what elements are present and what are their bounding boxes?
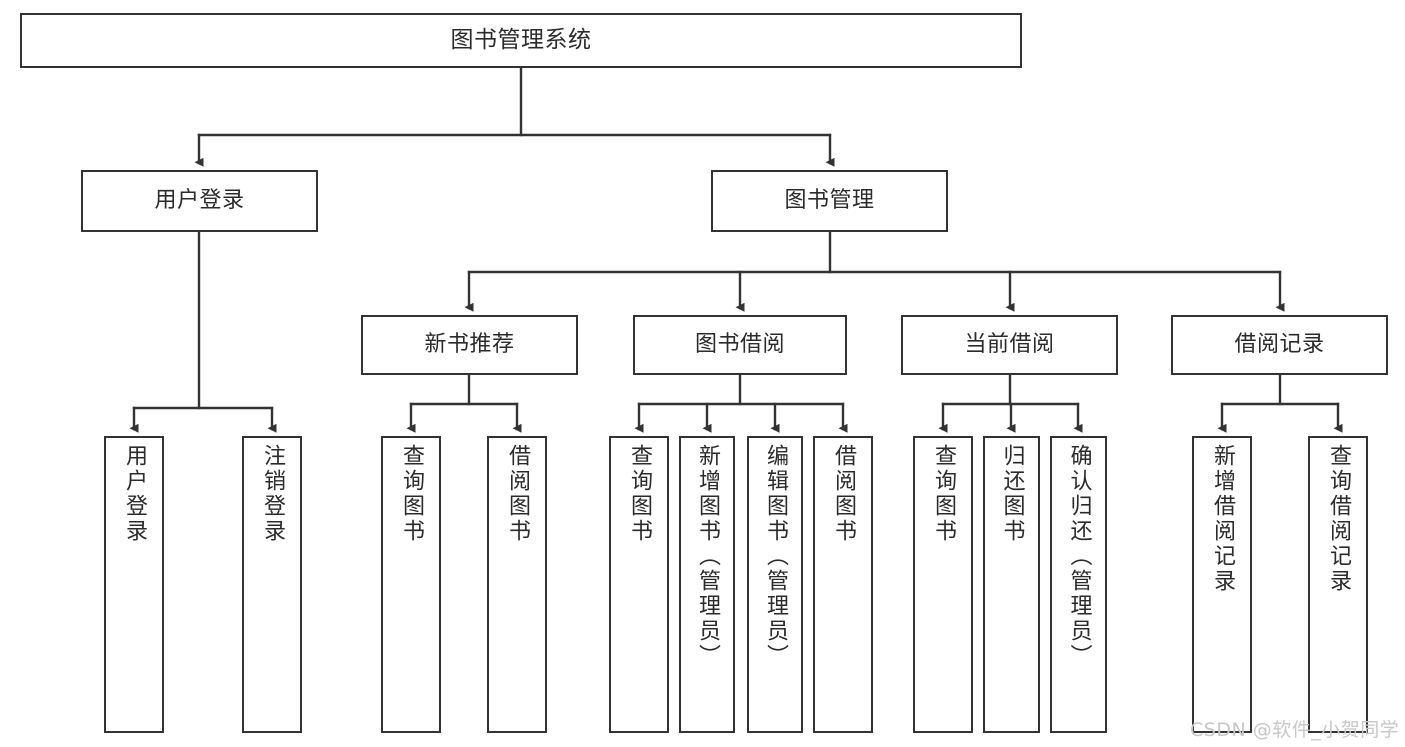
leaf-book-borrow-edit-label: 编辑图书（管理员） <box>763 444 788 669</box>
leaf-borrow-record-query[interactable]: 查询借阅记录 <box>1308 436 1368 733</box>
leaf-current-borrow-confirm[interactable]: 确认归还（管理员） <box>1050 436 1107 733</box>
leaf-book-borrow-query[interactable]: 查询图书 <box>609 436 669 733</box>
leaf-current-borrow-return[interactable]: 归还图书 <box>983 436 1040 733</box>
leaf-book-borrow-add-label: 新增图书（管理员） <box>695 444 720 669</box>
node-book-management[interactable]: 图书管理 <box>711 170 948 232</box>
leaf-current-borrow-return-label: 归还图书 <box>999 444 1025 544</box>
node-current-borrow-label: 当前借阅 <box>964 331 1055 357</box>
leaf-borrow-record-add-label: 新增借阅记录 <box>1210 444 1235 594</box>
node-current-borrow[interactable]: 当前借阅 <box>901 315 1118 375</box>
leaf-current-borrow-query[interactable]: 查询图书 <box>913 436 973 733</box>
leaf-new-book-query[interactable]: 查询图书 <box>381 436 441 733</box>
leaf-book-borrow-query-label: 查询图书 <box>627 444 652 544</box>
node-borrow-record[interactable]: 借阅记录 <box>1171 315 1388 375</box>
node-new-book-recommend-label: 新书推荐 <box>424 331 515 357</box>
node-book-borrow[interactable]: 图书借阅 <box>633 315 847 375</box>
leaf-new-book-borrow[interactable]: 借阅图书 <box>487 436 547 733</box>
leaf-current-borrow-confirm-label: 确认归还（管理员） <box>1066 444 1092 669</box>
leaf-book-borrow-borrow-label: 借阅图书 <box>831 444 856 544</box>
leaf-user-login-login[interactable]: 用户登录 <box>104 436 164 733</box>
leaf-borrow-record-add[interactable]: 新增借阅记录 <box>1192 436 1252 733</box>
node-user-login[interactable]: 用户登录 <box>81 170 318 232</box>
node-book-management-label: 图书管理 <box>784 187 875 213</box>
leaf-user-login-login-label: 用户登录 <box>122 444 147 544</box>
node-root-system-label: 图书管理系统 <box>450 26 592 53</box>
leaf-book-borrow-edit[interactable]: 编辑图书（管理员） <box>747 436 803 733</box>
leaf-user-login-logout-label: 注销登录 <box>260 444 285 544</box>
node-root-system[interactable]: 图书管理系统 <box>20 13 1022 68</box>
node-new-book-recommend[interactable]: 新书推荐 <box>361 315 578 375</box>
node-borrow-record-label: 借阅记录 <box>1234 331 1325 357</box>
leaf-user-login-logout[interactable]: 注销登录 <box>242 436 302 733</box>
leaf-new-book-borrow-label: 借阅图书 <box>505 444 530 544</box>
node-user-login-label: 用户登录 <box>154 187 245 213</box>
leaf-book-borrow-add[interactable]: 新增图书（管理员） <box>679 436 735 733</box>
leaf-book-borrow-borrow[interactable]: 借阅图书 <box>813 436 873 733</box>
leaf-borrow-record-query-label: 查询借阅记录 <box>1326 444 1351 594</box>
node-book-borrow-label: 图书借阅 <box>694 331 785 357</box>
leaf-current-borrow-query-label: 查询图书 <box>931 444 956 544</box>
leaf-new-book-query-label: 查询图书 <box>399 444 424 544</box>
